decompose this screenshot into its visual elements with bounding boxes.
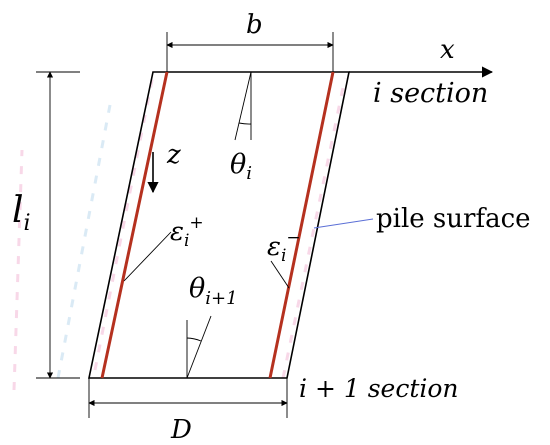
label-eps-plus-sup: + <box>189 213 203 233</box>
label-eps-plus: εi+ <box>170 213 204 251</box>
label-b: b <box>246 10 263 40</box>
ghost-line-left-2 <box>56 104 112 379</box>
label-eps-plus-sub: i <box>184 231 189 251</box>
pile-surface-leader <box>313 218 374 229</box>
label-eps-minus-main: ε <box>267 232 281 262</box>
label-theta-i-main: θ <box>230 149 246 180</box>
ghost-line-right-1 <box>281 77 347 379</box>
label-i-section-text: i section <box>373 78 488 109</box>
label-eps-minus: εi− <box>267 228 301 266</box>
eps-plus-leader <box>123 231 172 282</box>
ghost-line-left-3 <box>12 149 24 391</box>
label-z: z <box>166 140 181 170</box>
label-l-i: li <box>12 190 31 236</box>
ghost-artifacts <box>12 74 347 391</box>
theta-i-arc <box>238 122 252 125</box>
label-theta-i-sub: i <box>246 163 252 184</box>
label-eps-minus-sup: − <box>286 228 300 248</box>
strain-gauge-right <box>268 71 335 379</box>
label-i-section: i section <box>373 78 488 109</box>
ghost-line-left-1 <box>93 74 155 371</box>
theta-i-slant <box>234 71 252 141</box>
theta-i1-slant <box>186 315 212 379</box>
pile-outline <box>88 71 350 379</box>
label-eps-minus-sub: i <box>281 246 286 266</box>
label-theta-i1-main: θ <box>189 273 205 304</box>
eps-minus-leader <box>270 260 290 289</box>
label-eps-plus-main: ε <box>170 217 184 247</box>
strain-gauge-left <box>100 71 169 379</box>
label-l-main: l <box>12 190 24 231</box>
label-pile-surface: pile surface <box>376 204 531 234</box>
label-i1-section: i + 1 section <box>299 374 459 403</box>
label-l-sub: i <box>24 211 31 236</box>
label-theta-i: θi <box>230 149 252 184</box>
label-x: x <box>440 35 455 65</box>
label-theta-i1: θi+1 <box>189 273 238 309</box>
label-theta-i1-sub: i+1 <box>205 288 237 309</box>
theta-i1-arc <box>186 337 202 342</box>
label-D: D <box>170 415 192 445</box>
